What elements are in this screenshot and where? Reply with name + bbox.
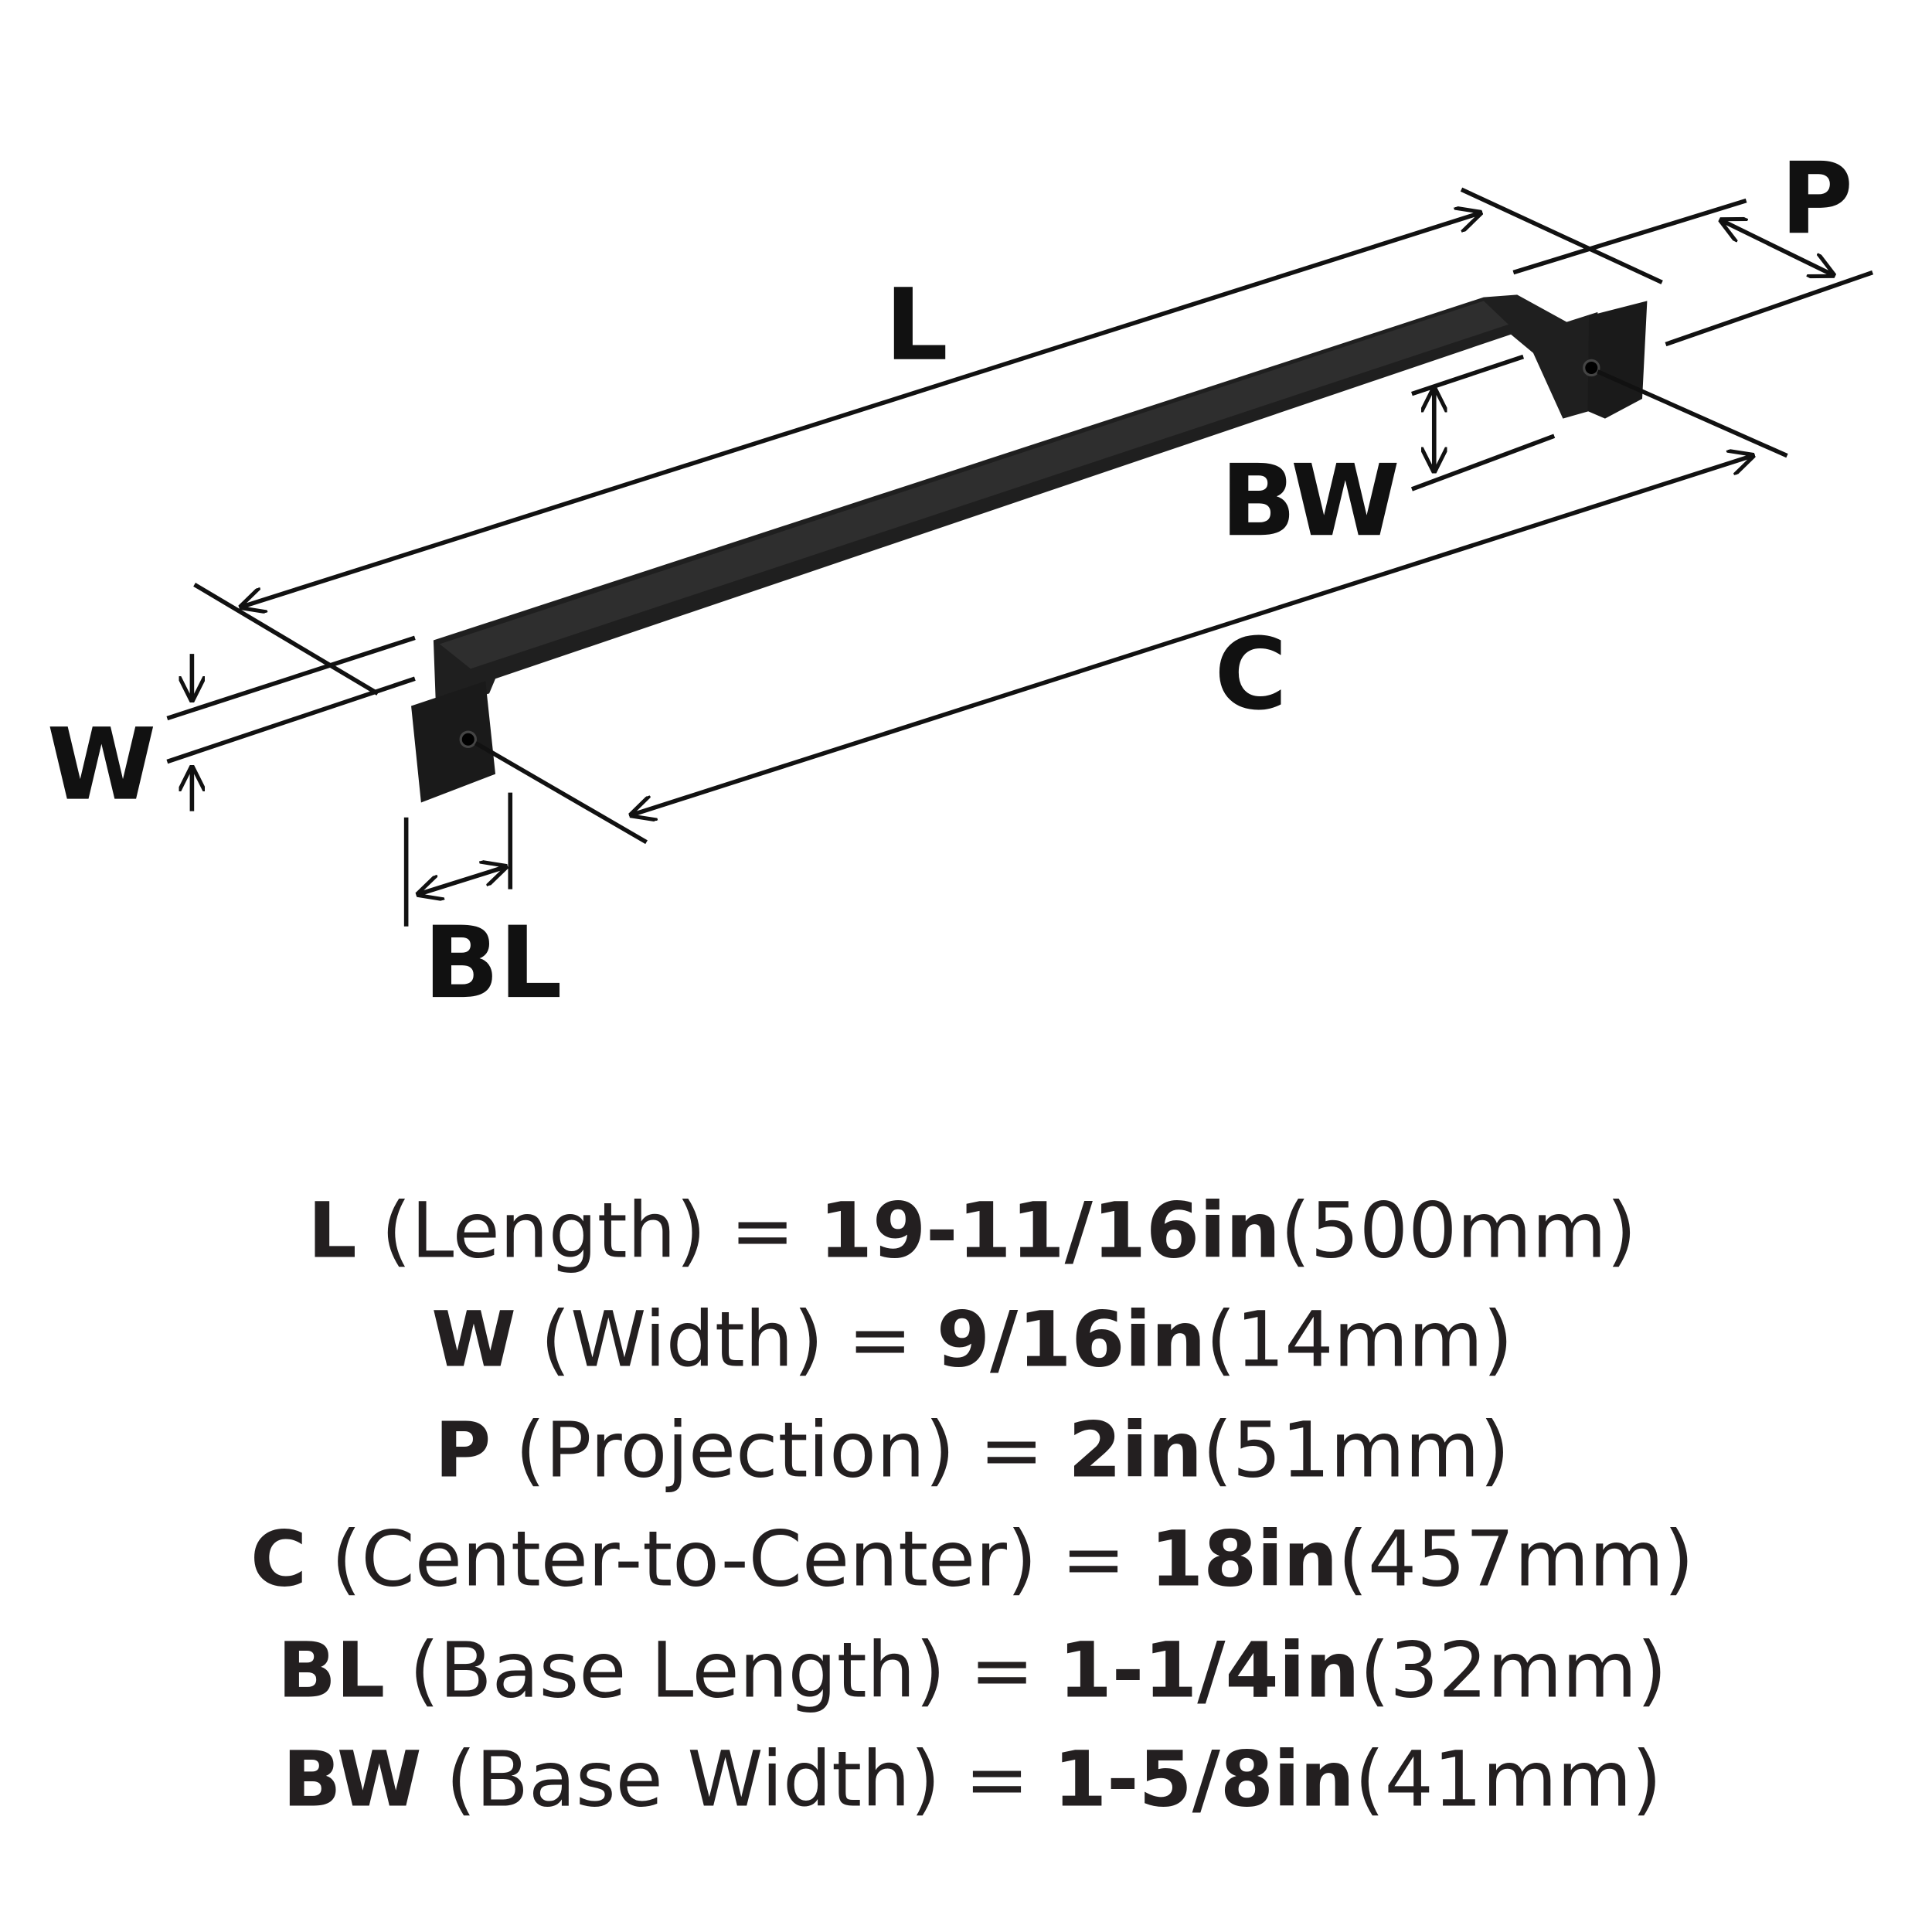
- spec-projection: P (Projection) = 2in(51mm): [435, 1406, 1510, 1495]
- length-dimension: L: [193, 187, 1663, 696]
- label-BL: BL: [423, 906, 562, 1021]
- spec-base-length: BL (Base Length) = 1-1/4in(32mm): [277, 1627, 1667, 1716]
- spec-base-width: BW (Base Width) = 1-5/8in(41mm): [283, 1736, 1662, 1825]
- spec-list: L (Length) = 19-11/16in(500mm) W (Width)…: [250, 1187, 1694, 1825]
- right-base-plate: [1587, 301, 1648, 419]
- projection-dimension: P: [1512, 141, 1873, 347]
- base-width-dimension: BW: [1220, 354, 1556, 559]
- label-L: L: [885, 268, 948, 383]
- left-base-plate: [411, 681, 496, 803]
- center-to-center-dimension: C: [474, 369, 1788, 845]
- spec-width: W (Width) = 9/16in(14mm): [431, 1296, 1513, 1385]
- label-P: P: [1781, 141, 1853, 257]
- base-length-dimension: BL: [403, 792, 563, 1021]
- label-BW: BW: [1220, 444, 1400, 559]
- spec-length: L (Length) = 19-11/16in(500mm): [308, 1187, 1636, 1276]
- label-W: W: [47, 708, 156, 823]
- spec-center-to-center: C (Center-to-Center) = 18in(457mm): [250, 1515, 1694, 1604]
- width-dimension: W: [47, 635, 416, 823]
- label-C: C: [1215, 617, 1287, 733]
